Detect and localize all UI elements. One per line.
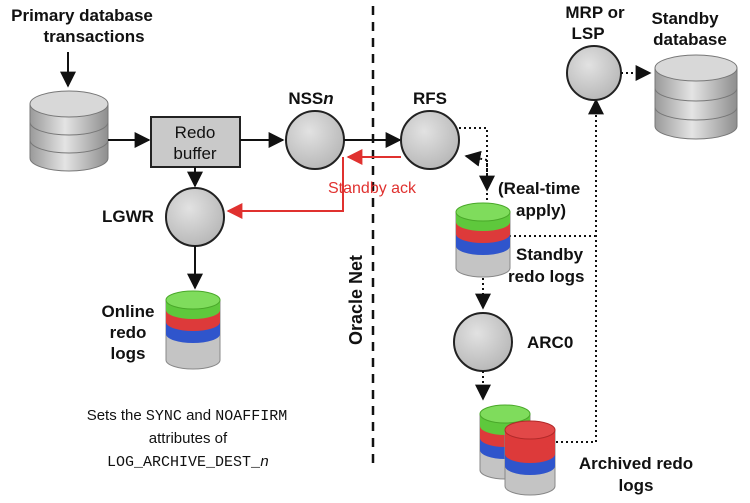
redo-buffer-label: Redo	[175, 123, 216, 142]
realtime-label-2: apply)	[516, 201, 566, 220]
rfs-process-icon	[400, 110, 460, 170]
rfs-label: RFS	[413, 89, 447, 108]
realtime-apply-arrow	[464, 150, 596, 237]
lgwr-label: LGWR	[102, 207, 154, 226]
online-redo-label-3: logs	[111, 344, 146, 363]
primary-database-icon	[29, 90, 109, 172]
standby-ack-arrow-2	[226, 157, 344, 219]
rfs-to-standby-redo-arrow	[459, 127, 495, 192]
archived-to-mrp-arrow	[556, 98, 604, 443]
standby-redo-label-2: redo logs	[508, 267, 585, 286]
primary-transactions-label: Primary database	[11, 6, 153, 25]
primary-transactions-label-2: transactions	[43, 27, 144, 46]
archived-redo-logs-icon	[479, 404, 556, 496]
archived-redo-label-2: logs	[619, 476, 654, 495]
lgwr-process-icon	[165, 187, 225, 247]
online-redo-label-2: redo	[110, 323, 147, 342]
mrp-process-icon	[566, 45, 622, 101]
mrp-label-2: LSP	[571, 24, 604, 43]
online-redo-logs-icon	[165, 290, 221, 370]
sync-note-line2: attributes of	[149, 430, 228, 447]
arc0-label: ARC0	[527, 333, 573, 352]
archived-redo-label-1: Archived redo	[579, 454, 693, 473]
arc0-process-icon	[453, 312, 513, 372]
redo-buffer-label-2: buffer	[173, 144, 217, 163]
standby-db-label-2: database	[653, 30, 727, 49]
standby-redo-logs-icon	[455, 202, 511, 278]
sync-note-line1: Sets the SYNC and NOAFFIRM	[87, 407, 288, 425]
online-redo-label-1: Online	[102, 302, 155, 321]
standby-redo-label-1: Standby	[516, 245, 584, 264]
standby-database-icon	[654, 54, 738, 140]
sync-note-line3: LOG_ARCHIVE_DEST_n	[107, 454, 269, 471]
oracle-net-label: Oracle Net	[346, 255, 366, 345]
nss-label: NSSn	[288, 89, 333, 108]
redo-buffer-box: Redo buffer	[150, 116, 241, 168]
mrp-label-1: MRP or	[565, 3, 625, 22]
standby-ack-label: Standby ack	[328, 180, 417, 197]
nss-process-icon	[285, 110, 345, 170]
standby-db-label-1: Standby	[651, 9, 719, 28]
realtime-label-1: (Real-time	[498, 179, 580, 198]
